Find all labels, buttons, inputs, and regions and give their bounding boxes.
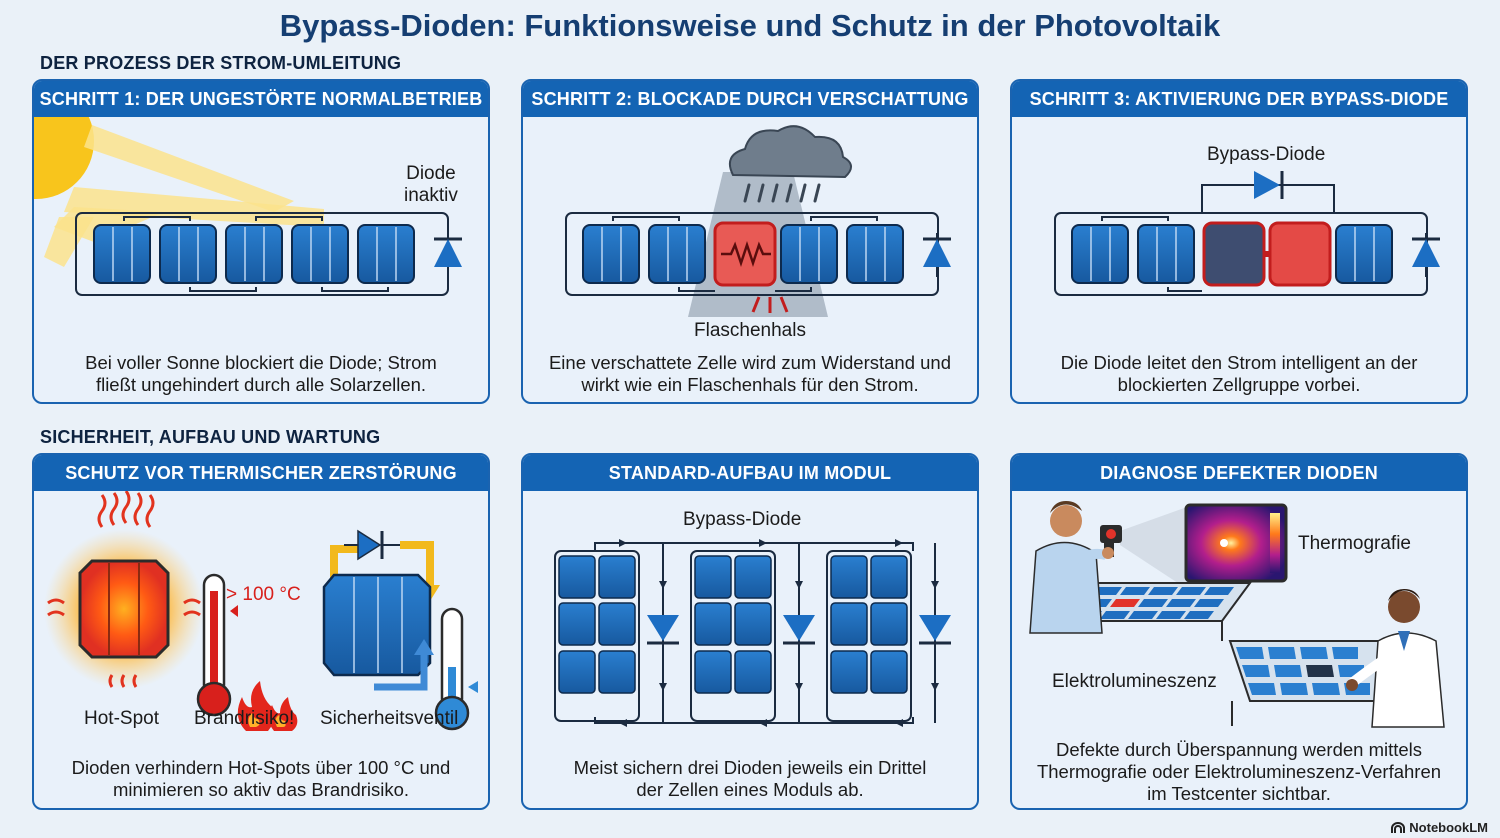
label-bottleneck: Flaschenhals: [694, 320, 806, 341]
label-electroluminescence: Elektrolumineszenz: [1052, 671, 1217, 692]
step2-illustration: [565, 125, 951, 317]
label-safety-valve: Sicherheitsventil: [320, 708, 459, 729]
resistor-cell-icon: [713, 221, 789, 313]
cell-block: [554, 550, 640, 722]
diode-icon: [1412, 233, 1440, 277]
page-title: Bypass-Dioden: Funktionsweise und Schutz…: [279, 8, 1221, 43]
label-diode-inactive: Diode inaktiv: [404, 163, 458, 206]
panel-diagnosis-header: DIAGNOSE DEFEKTER DIODEN: [1012, 455, 1466, 491]
solar-cell-row: [1071, 224, 1393, 284]
panel-step1-header: SCHRITT 1: DER UNGESTÖRTE NORMALBETRIEB: [34, 81, 488, 117]
panel-step3-header: SCHRITT 3: AKTIVIERUNG DER BYPASS-DIODE: [1012, 81, 1466, 117]
step1-illustration: [34, 117, 462, 296]
hot-spot-icon: [44, 491, 204, 689]
diode-icon: [647, 615, 951, 645]
panel-standard: STANDARD-AUFBAU IM MODUL: [521, 453, 979, 810]
technician-electro-icon: [1346, 589, 1445, 728]
panel-diagnosis: DIAGNOSE DEFEKTER DIODEN: [1010, 453, 1468, 810]
rain-cloud-icon: [729, 125, 852, 203]
step1-caption: Bei voller Sonne blockiert die Diode; St…: [85, 352, 437, 395]
step3-illustration: [1054, 171, 1440, 296]
step3-caption: Die Diode leitet den Strom intelligent a…: [1060, 352, 1418, 395]
diagnosis-caption: Defekte durch Überspannung werden mittel…: [1036, 739, 1442, 804]
solar-panel-lower: [1228, 640, 1392, 726]
brand-logo: NotebookLM: [1391, 820, 1488, 835]
panel-standard-header: STANDARD-AUFBAU IM MODUL: [523, 455, 977, 491]
cell-block: [690, 550, 776, 722]
bypass-diode-icon: [1201, 171, 1335, 213]
cell-block: [826, 550, 912, 722]
diode-icon: [434, 233, 462, 277]
label-bypass-diode: Bypass-Diode: [683, 509, 802, 530]
diode-icon: [923, 233, 951, 277]
label-temperature: > 100 °C: [226, 584, 301, 605]
label-fire-risk: Brandrisiko!: [194, 708, 295, 729]
notebooklm-icon: [1391, 821, 1406, 833]
panel-step2-header: SCHRITT 2: BLOCKADE DURCH VERSCHATTUNG: [523, 81, 977, 117]
safety-valve-icon: [322, 529, 478, 731]
panel-step2: SCHRITT 2: BLOCKADE DURCH VERSCHATTUNG: [521, 79, 979, 404]
thermal-illustration: [44, 491, 478, 731]
panel-thermal: SCHUTZ VOR THERMISCHER ZERSTÖRUNG: [32, 453, 490, 810]
thermometer-hot-icon: [196, 573, 238, 717]
panel-step3: SCHRITT 3: AKTIVIERUNG DER BYPASS-DIODE: [1010, 79, 1468, 404]
standard-caption: Meist sichern drei Dioden jeweils ein Dr…: [573, 757, 927, 800]
solar-cell-row: [582, 224, 904, 284]
solar-cell-row: [93, 224, 415, 284]
panel-step1: SCHRITT 1: DER UNGESTÖRTE NORMALBETRIEB: [32, 79, 490, 404]
diagnosis-illustration: [1029, 501, 1445, 728]
label-bypass-diode: Bypass-Diode: [1207, 144, 1326, 165]
fire-icon: [237, 681, 298, 731]
step2-caption: Eine verschattete Zelle wird zum Widerst…: [548, 352, 952, 395]
label-thermography: Thermografie: [1298, 533, 1411, 554]
section-label-safety: SICHERHEIT, AUFBAU UND WARTUNG: [40, 427, 381, 447]
technician-thermal-icon: [1029, 501, 1122, 634]
panel-thermal-header: SCHUTZ VOR THERMISCHER ZERSTÖRUNG: [34, 455, 488, 491]
standard-module-illustration: [554, 539, 951, 727]
thermal-image-display: [1184, 503, 1288, 583]
thermal-caption: Dioden verhindern Hot-Spots über 100 °C …: [71, 757, 451, 800]
label-hot-spot: Hot-Spot: [84, 708, 159, 729]
section-label-process: DER PROZESS DER STROM-UMLEITUNG: [40, 53, 402, 73]
